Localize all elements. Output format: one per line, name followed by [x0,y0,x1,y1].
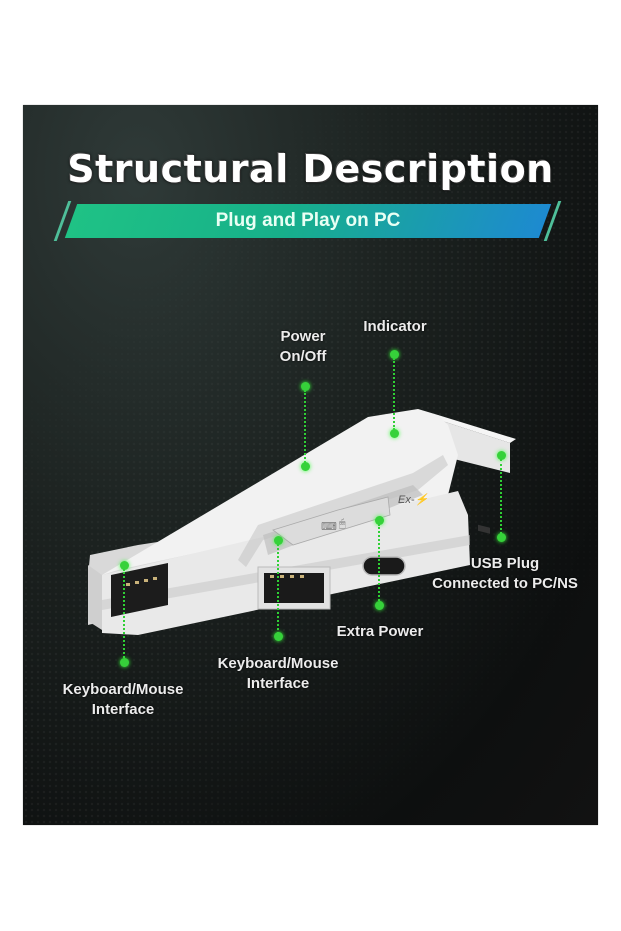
callout-usb-label: USB Plug Connected to PC/NS [415,554,595,594]
callout-indicator-anchor [390,429,399,438]
callout-line: USB Plug [470,555,540,572]
usb-adapter-illustration [78,395,528,635]
callout-line: Connected to PC/NS [432,575,578,592]
callout-line: Keyboard/Mouse [62,681,184,698]
callout-line: Extra Power [336,623,424,640]
product-panel: Structural Description Plug and Play on … [23,105,598,825]
callout-power-dot [301,382,310,391]
keyboard-icon: ⌨ [321,521,337,533]
page-title: Structural Description [67,147,554,191]
callout-km-center-dot [274,632,283,641]
banner-subtitle: Plug and Play on PC [215,210,401,231]
callout-power-anchor [301,462,310,471]
callout-line: Interface [91,701,155,718]
callout-usb-anchor [497,451,506,460]
callout-indicator-line [393,358,395,430]
callout-km-left-anchor [120,561,129,570]
callout-km-center-line [277,544,279,634]
subtitle-banner: Plug and Play on PC [53,201,562,241]
callout-power-line [304,390,306,466]
callout-power-label: Power On/Off [263,327,343,367]
callout-km-left-dot [120,658,129,667]
extra-power-marking: Ex-⚡ [398,494,429,506]
callout-line: Keyboard/Mouse [217,655,339,672]
callout-line: Power [280,328,326,345]
callout-extra-power-dot [375,601,384,610]
callout-line: Indicator [363,318,427,335]
callout-km-center-label: Keyboard/Mouse Interface [203,654,353,694]
callout-extra-power-line [378,524,380,604]
callout-km-left-line [123,569,125,661]
callout-extra-power-anchor [375,516,384,525]
mouse-icon: 🖱 [339,518,346,530]
callout-usb-line [500,459,502,534]
callout-extra-power-label: Extra Power [325,622,435,642]
callout-usb-dot [497,533,506,542]
callout-line: On/Off [279,348,327,365]
callout-indicator-dot [390,350,399,359]
callout-line: Interface [246,675,310,692]
callout-km-center-anchor [274,536,283,545]
callout-km-left-label: Keyboard/Mouse Interface [48,680,198,720]
callout-indicator-label: Indicator [345,317,445,337]
